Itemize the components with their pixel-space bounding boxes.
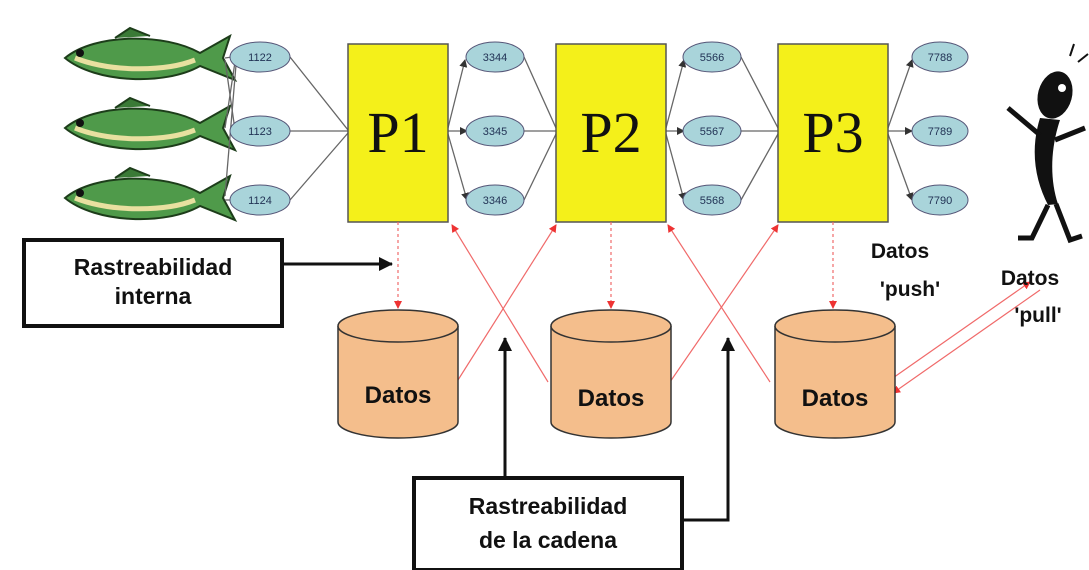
lot-node: 1122	[229, 41, 291, 73]
svg-text:'push': 'push'	[880, 278, 940, 301]
svg-text:Datos: Datos	[578, 385, 645, 412]
svg-text:5567: 5567	[700, 126, 724, 138]
lot-node: 7790	[911, 184, 969, 216]
svg-text:1124: 1124	[248, 195, 272, 207]
svg-text:P1: P1	[367, 100, 428, 165]
svg-text:5566: 5566	[700, 52, 724, 64]
database-icon: Datos	[774, 309, 896, 439]
process-p1: P1	[347, 43, 449, 223]
p1-output-links	[447, 56, 557, 201]
internal-traceability-box: Rastreabilidad interna	[22, 238, 284, 328]
input-to-p1-links	[289, 56, 349, 201]
svg-text:Datos: Datos	[365, 382, 432, 409]
svg-text:P2: P2	[580, 100, 641, 165]
lot-node: 1123	[229, 115, 291, 147]
svg-text:1122: 1122	[248, 52, 272, 64]
data-links	[394, 222, 1041, 394]
svg-text:Datos: Datos	[1001, 267, 1059, 290]
svg-text:P3: P3	[802, 100, 863, 165]
lot-node: 5566	[682, 41, 742, 73]
svg-text:7789: 7789	[928, 126, 952, 138]
svg-text:3344: 3344	[483, 52, 507, 64]
svg-text:3345: 3345	[483, 126, 507, 138]
fish-icon	[63, 166, 238, 222]
chain-traceability-box: Rastreabilidad de la cadena	[412, 476, 684, 570]
svg-text:3346: 3346	[483, 195, 507, 207]
pull-label: Datos 'pull'	[1001, 267, 1062, 327]
lot-node: 5568	[682, 184, 742, 216]
fish-icon	[63, 96, 238, 152]
svg-text:Rastreabilidad: Rastreabilidad	[74, 254, 233, 280]
process-p3: P3	[777, 43, 889, 223]
svg-text:Datos: Datos	[871, 240, 929, 263]
fish-icon	[63, 26, 238, 82]
database-icon: Datos	[550, 309, 672, 439]
lot-node: 3344	[465, 41, 525, 73]
chain-traceability-arrows	[498, 337, 735, 522]
lot-node: 1124	[229, 184, 291, 216]
lot-node: 7789	[911, 115, 969, 147]
svg-text:7790: 7790	[928, 195, 952, 207]
lot-node: 3345	[465, 115, 525, 147]
svg-text:7788: 7788	[928, 52, 952, 64]
consumer-figure	[1006, 43, 1089, 244]
process-p2: P2	[555, 43, 667, 223]
svg-text:5568: 5568	[700, 195, 724, 207]
lot-node: 3346	[465, 184, 525, 216]
svg-text:'pull': 'pull'	[1014, 304, 1061, 327]
svg-text:Datos: Datos	[802, 385, 869, 412]
svg-text:Rastreabilidad: Rastreabilidad	[469, 493, 628, 519]
lot-node: 7788	[911, 41, 969, 73]
lot-node: 5567	[682, 115, 742, 147]
p2-output-links	[665, 56, 779, 201]
database-icon: Datos	[337, 309, 459, 439]
push-label: Datos 'push'	[871, 240, 940, 301]
svg-text:de la cadena: de la cadena	[479, 527, 617, 553]
svg-text:1123: 1123	[248, 126, 272, 138]
p3-output-links	[887, 59, 914, 201]
svg-text:interna: interna	[115, 283, 192, 309]
